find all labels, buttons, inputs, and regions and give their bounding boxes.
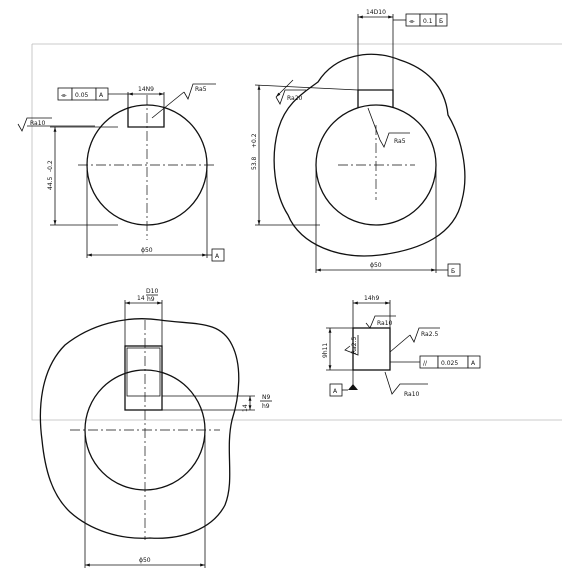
shaft-section: 14N9 Ra5 Ra10 ⌯ 0.05 A 44.5 -0.2 ϕ50 A — [17, 83, 225, 262]
shaft-roughness-keyway: Ra5 — [195, 86, 207, 93]
hub-roughness-keyway: Ra5 — [394, 138, 406, 145]
key-datum: A — [333, 388, 338, 395]
assembly-fit-top-num: 14 — [137, 295, 145, 302]
hub-bore — [315, 104, 437, 226]
assembly-fit-top-upper: D10 — [146, 288, 158, 295]
key-width-dim: 14h9 — [364, 295, 379, 302]
shaft-tol-symbol: ⌯ — [61, 91, 67, 99]
shaft-height-dim: 44.5 — [47, 176, 54, 190]
hub-diameter: ϕ50 — [370, 262, 382, 269]
key-tol-value: 0.025 — [441, 360, 458, 367]
shaft-datum: A — [215, 253, 220, 260]
assembly-fit-side-upper: N9 — [262, 394, 270, 401]
assembly-section: 14 D10 h9 14 N9 h9 ϕ50 — [39, 288, 272, 568]
assembly-fit-top-lower: h9 — [147, 296, 155, 303]
shaft-keyway-dim: 14N9 — [138, 86, 154, 93]
sheet-frame — [31, 43, 562, 421]
shaft-roughness-surface: Ra10 — [30, 120, 46, 127]
hub-datum: Б — [451, 268, 455, 275]
key-rect — [352, 327, 391, 371]
key-tol-symbol: // — [423, 360, 428, 367]
key-detail: 14h9 9h11 Ra10 Ra2.5 Ra2.5 Ra10 // 0.025… — [322, 295, 481, 398]
hub-height-dim: 53.8 — [251, 156, 258, 170]
shaft-tol-datum: A — [99, 92, 104, 99]
shaft-tol-value: 0.05 — [75, 92, 89, 99]
assembly-fit-side-lower: h9 — [262, 403, 270, 410]
key-tol-datum: A — [471, 360, 476, 367]
shaft-height-tol: -0.2 — [47, 160, 54, 172]
assembly-fit-side-num: 14 — [242, 404, 249, 412]
key-roughness-right: Ra2.5 — [421, 331, 438, 338]
assembly-key — [126, 347, 161, 397]
hub-roughness-outer: Ra20 — [287, 95, 303, 102]
hub-height-tol: +0.2 — [251, 133, 258, 148]
hub-tol-value: 0.1 — [423, 18, 433, 25]
key-roughness-bottom: Ra10 — [404, 391, 420, 398]
shaft-diameter: ϕ50 — [141, 247, 153, 254]
hub-section: 14D10 ⌯ 0.1 Б Ra20 Ra5 53.8 +0.2 ϕ50 Б — [251, 9, 466, 277]
key-roughness-top: Ra10 — [377, 320, 393, 327]
assembly-diameter: ϕ50 — [139, 557, 151, 564]
shaft-keyway — [127, 107, 165, 128]
hub-outline — [273, 53, 466, 257]
assembly-hub — [39, 318, 240, 539]
key-roughness-left: Ra2.5 — [351, 337, 358, 354]
key-height-dim: 9h11 — [322, 343, 329, 358]
hub-tol-datum: Б — [439, 18, 443, 25]
hub-keyway — [357, 89, 394, 108]
hub-keyway-dim: 14D10 — [366, 9, 386, 16]
hub-tol-symbol: ⌯ — [409, 17, 415, 25]
